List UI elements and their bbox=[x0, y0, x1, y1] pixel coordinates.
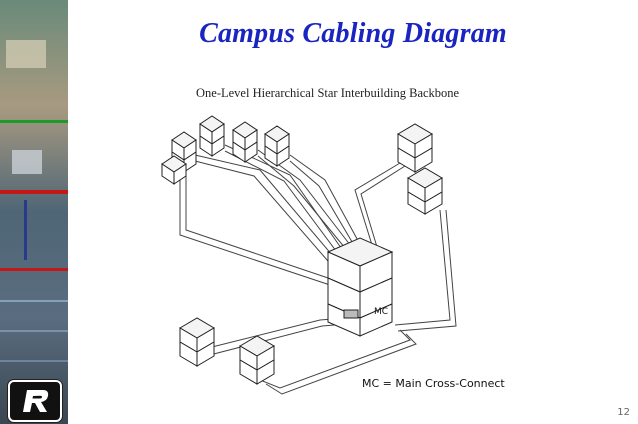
cable-run bbox=[224, 144, 347, 260]
building-stack bbox=[397, 123, 433, 173]
building-stack bbox=[161, 155, 187, 185]
building-stack bbox=[232, 121, 258, 163]
cable-run bbox=[289, 154, 363, 253]
slide-title: Campus Cabling Diagram bbox=[199, 18, 507, 49]
cable-run bbox=[257, 149, 355, 255]
decorative-side-image bbox=[0, 0, 68, 424]
cable-run bbox=[394, 209, 457, 332]
cable-run bbox=[179, 175, 335, 286]
main-cross-connect-label: MC bbox=[374, 307, 388, 317]
main-building bbox=[326, 237, 394, 337]
r-logo-icon bbox=[8, 380, 62, 422]
building-stack bbox=[264, 125, 290, 167]
building-stack bbox=[179, 317, 215, 367]
slide-number: 12 bbox=[617, 407, 630, 418]
building-stack bbox=[239, 335, 275, 385]
cable-run bbox=[354, 159, 406, 248]
legend-note: MC = Main Cross-Connect bbox=[362, 377, 505, 390]
cable-run bbox=[259, 329, 417, 395]
diagram-subtitle: One-Level Hierarchical Star Interbuildin… bbox=[196, 86, 460, 100]
campus-cabling-diagram: MC bbox=[161, 115, 457, 395]
building-stack bbox=[199, 115, 225, 157]
building-stack bbox=[407, 167, 443, 215]
cable-run bbox=[194, 154, 339, 269]
